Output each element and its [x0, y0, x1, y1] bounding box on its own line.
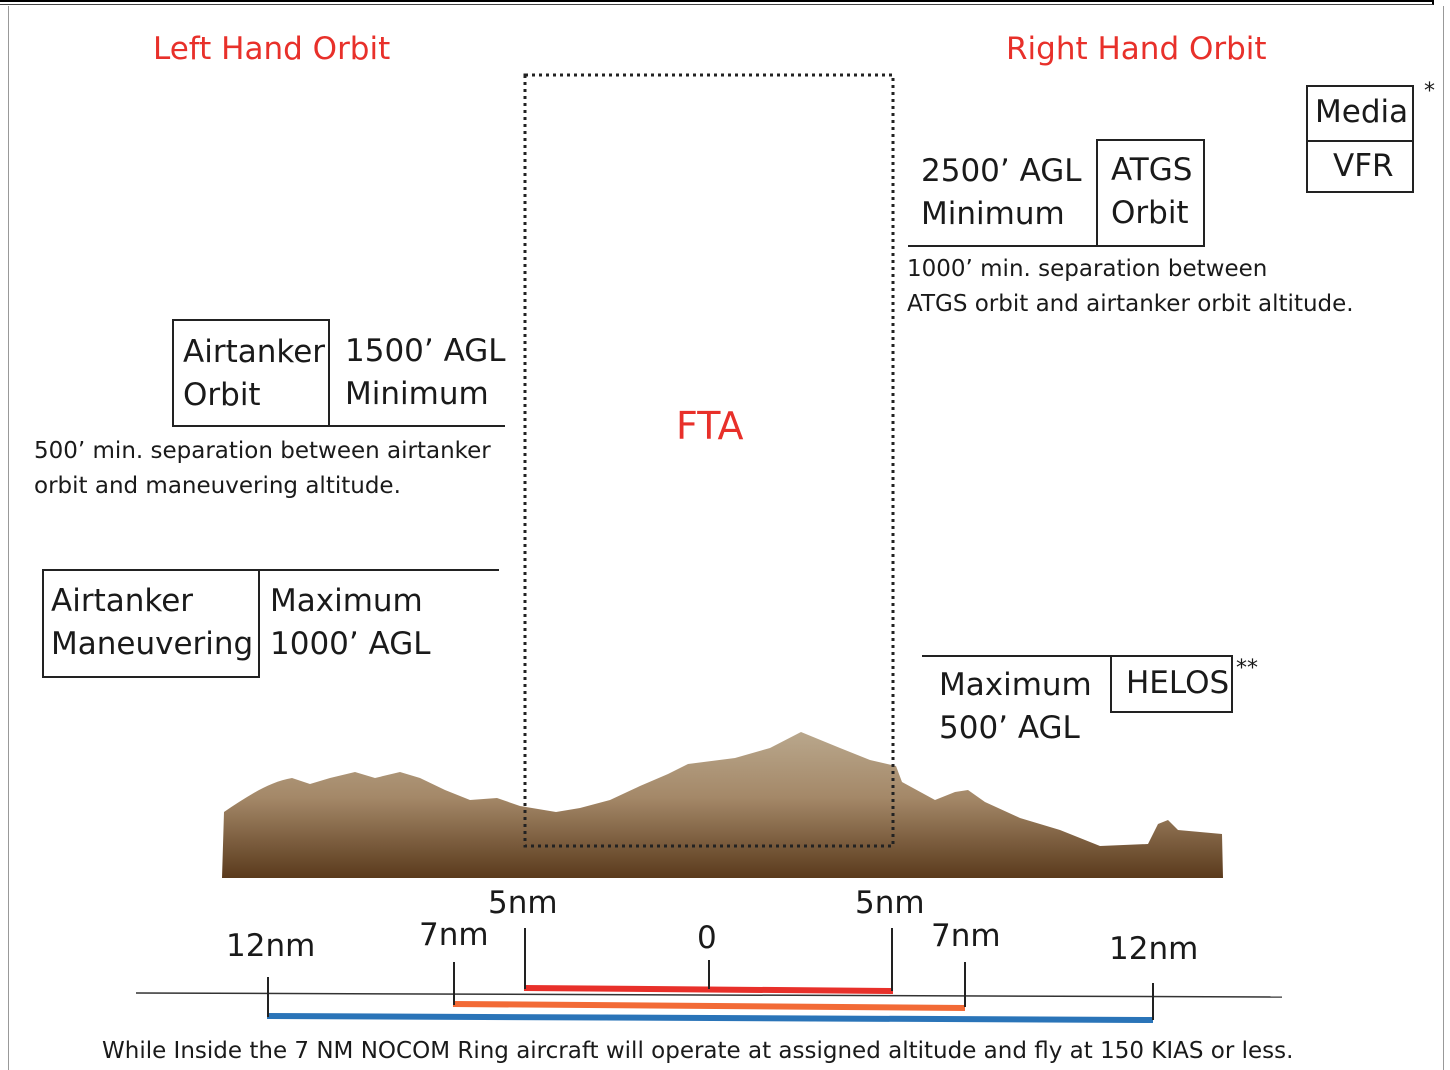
distance-label-left-5nm: 5nm: [488, 885, 558, 921]
helos-label: HELOS: [1126, 665, 1230, 701]
airtanker-orbit-label: Airtanker Orbit: [183, 334, 326, 413]
top-frame-border: [0, 0, 1434, 5]
atgs-altitude-line: [908, 245, 1205, 247]
ring-7nm-bar: [452, 1001, 966, 1011]
left-frame-border: [8, 6, 9, 1070]
atgs-separation-note: 1000’ min. separation between ATGS orbit…: [907, 256, 1354, 317]
helos-altitude-line: [922, 655, 1112, 657]
media-asterisk: *: [1424, 79, 1435, 104]
distance-label-left-7nm: 7nm: [419, 917, 489, 953]
helos-altitude-label: Maximum 500’ AGL: [939, 667, 1092, 746]
scale-baseline: [135, 992, 1283, 998]
left-hand-orbit-heading: Left Hand Orbit: [153, 31, 391, 67]
helos-box: HELOS: [1110, 655, 1233, 713]
distance-label-right-12nm: 12nm: [1109, 931, 1199, 967]
right-hand-orbit-heading: Right Hand Orbit: [1006, 31, 1267, 67]
fta-boundary: [523, 73, 895, 848]
atgs-altitude-label: 2500’ AGL Minimum: [921, 153, 1082, 232]
atgs-orbit-label: ATGS Orbit: [1111, 152, 1193, 231]
maneuvering-altitude-label: Maximum 1000’ AGL: [270, 583, 431, 662]
distance-label-right-7nm: 7nm: [931, 918, 1001, 954]
terrain-silhouette: [222, 732, 1223, 878]
distance-label-left-12nm: 12nm: [226, 928, 316, 964]
vfr-label: VFR: [1333, 148, 1394, 184]
ring-12nm-bar: [266, 1013, 1154, 1023]
media-vfr-divider: [1308, 140, 1412, 142]
distance-label-right-5nm: 5nm: [855, 885, 925, 921]
ring-5nm-bar: [523, 985, 894, 994]
airtanker-orbit-box: Airtanker Orbit: [172, 319, 330, 427]
fta-label: FTA: [676, 404, 744, 448]
nocom-ring-footnote: While Inside the 7 NM NOCOM Ring aircraf…: [102, 1038, 1294, 1064]
airtanker-orbit-altitude-label: 1500’ AGL Minimum: [345, 333, 506, 412]
distance-label-center-0: 0: [697, 920, 717, 956]
airtanker-maneuvering-label: Airtanker Maneuvering: [51, 583, 254, 662]
atgs-orbit-box: ATGS Orbit: [1096, 139, 1205, 247]
right-frame-border: [1443, 6, 1444, 1070]
airtanker-maneuvering-box: Airtanker Maneuvering: [42, 569, 260, 678]
airtanker-separation-note: 500’ min. separation between airtanker o…: [34, 438, 491, 499]
airtanker-orbit-line: [172, 425, 505, 427]
media-vfr-box: Media VFR: [1306, 85, 1414, 193]
helos-double-asterisk: **: [1236, 656, 1258, 681]
media-label: Media: [1315, 94, 1409, 130]
maneuvering-altitude-line: [259, 569, 499, 571]
